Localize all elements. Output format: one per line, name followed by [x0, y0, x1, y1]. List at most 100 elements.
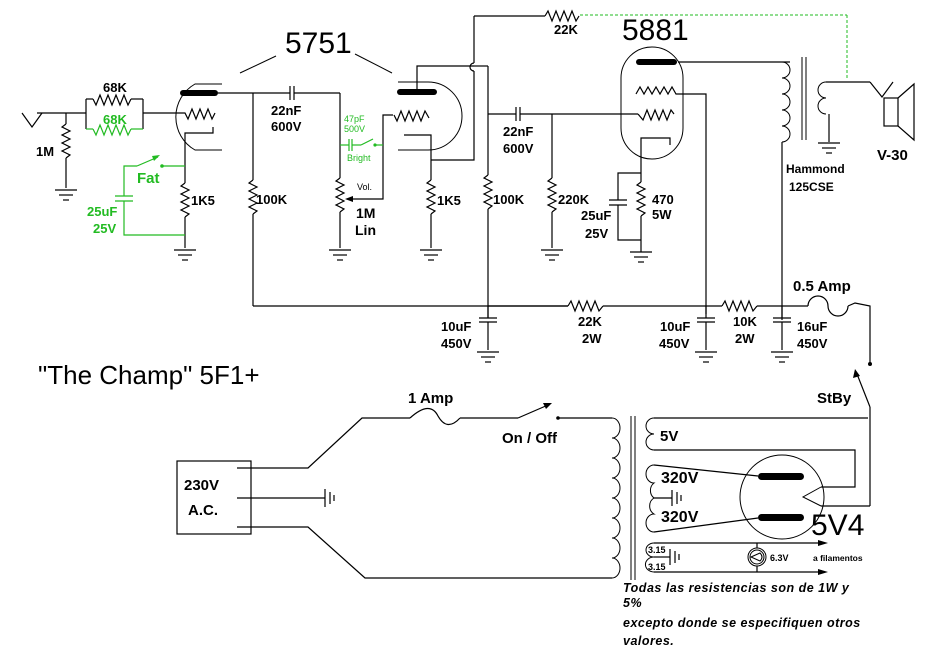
volume-value-label: 1M: [356, 205, 375, 221]
fat-switch[interactable]: [123, 155, 185, 196]
tube-rectifier-label: 5V4: [811, 509, 864, 542]
ground-symbol: [329, 249, 351, 261]
power-grid-resistor-label: 220K: [558, 192, 590, 207]
ground-symbol: [420, 249, 442, 261]
grid-leak-resistor: [55, 113, 77, 201]
note-line-3: excepto donde se especifiquen otros: [623, 616, 861, 630]
grid-stopper-mod-label: 68K: [103, 112, 127, 127]
filter-cap-2-voltage-label: 450V: [659, 336, 690, 351]
filter-cap-2: [695, 306, 717, 363]
volume-pot[interactable]: [329, 93, 393, 261]
power-cathode-cap: [609, 172, 641, 241]
coupling-cap-1-voltage-label: 600V: [271, 119, 302, 134]
bright-cap-voltage-label: 500V: [344, 124, 365, 134]
v1-plate-resistor: [247, 93, 568, 307]
dropper-2-label: 10K: [733, 314, 757, 329]
power-transformer: [611, 416, 868, 580]
ht-rail: [488, 299, 808, 313]
ht-lower-label: 320V: [661, 509, 699, 526]
filter-cap-2-label: 10uF: [660, 319, 690, 334]
filter-cap-3-voltage-label: 450V: [797, 336, 828, 351]
filter-cap-1: [477, 306, 499, 363]
v1-cathode-resistor: [174, 160, 196, 261]
ht-upper-label: 320V: [661, 470, 699, 487]
dropper-1-power-label: 2W: [582, 331, 602, 346]
speaker-label: V-30: [877, 147, 908, 164]
coupling-cap-1: [250, 86, 340, 100]
grid-leak-label: 1M: [36, 144, 54, 159]
power-cathode-resistor: [630, 173, 652, 263]
ground-symbol: [477, 351, 499, 363]
v1-plate-resistor-label: 100K: [256, 192, 288, 207]
tube-v1a: [175, 83, 250, 160]
mains-wiring: [237, 403, 612, 579]
volume-label: Vol.: [357, 182, 372, 192]
dropper-1-label: 22K: [578, 314, 602, 329]
filter-cap-1-label: 10uF: [441, 319, 471, 334]
bright-cap-label: 47pF: [344, 114, 365, 124]
heater-dest-label: a filamentos: [813, 553, 863, 563]
rect-heater-label: 5V: [660, 428, 678, 445]
coupling-cap-2-label: 22nF: [503, 124, 533, 139]
note-line-4: valores.: [623, 634, 674, 648]
fat-cap-label: 25uF: [87, 204, 117, 219]
tube-v1b: [393, 16, 475, 161]
filter-cap-3: [771, 306, 793, 363]
power-cathode-cap-label: 25uF: [581, 208, 611, 223]
tube-5881: [620, 46, 790, 314]
tube-5v4: [739, 454, 870, 540]
input-jack: [21, 112, 86, 129]
power-cathode-resistor-label: 470: [652, 192, 674, 207]
tube-preamp-label: 5751: [285, 27, 352, 60]
feedback-resistor: [474, 9, 848, 80]
ground-symbol: [771, 351, 793, 363]
output-transformer: [781, 57, 870, 320]
speaker-icon: [869, 81, 915, 142]
pilot-lamp-icon: [747, 543, 767, 572]
bright-switch[interactable]: [340, 138, 383, 151]
ht-fuse-label: 0.5 Amp: [793, 278, 851, 295]
ground-symbol: [541, 249, 563, 261]
power-switch-label[interactable]: On / Off: [502, 430, 558, 447]
note-line-1: Todas las resistencias son de 1W y: [623, 581, 850, 595]
fat-switch-label: Fat: [137, 170, 160, 187]
v2-plate-resistor: [474, 65, 494, 318]
grid-stopper-label: 68K: [103, 80, 127, 95]
feedback-resistor-label: 22K: [554, 22, 578, 37]
volume-taper-label: Lin: [355, 222, 376, 238]
ground-symbol: [174, 249, 196, 261]
ground-symbol: [55, 189, 77, 201]
note-line-2: 5%: [623, 596, 642, 610]
v1-cathode-resistor-label: 1K5: [191, 193, 215, 208]
coupling-cap-2-voltage-label: 600V: [503, 141, 534, 156]
power-cathode-resistor-power-label: 5W: [652, 207, 672, 222]
mains-voltage-label: 230V: [184, 477, 219, 494]
v2-cathode-resistor-label: 1K5: [437, 193, 461, 208]
bright-label: Bright: [347, 153, 371, 163]
transformer-model-label: 125CSE: [789, 180, 834, 194]
heater-lower-label: 3.15: [648, 562, 666, 572]
filter-cap-1-voltage-label: 450V: [441, 336, 472, 351]
mains-type-label: A.C.: [188, 502, 218, 519]
grid-stopper-resistor: [85, 93, 175, 129]
transformer-brand-label: Hammond: [786, 162, 845, 176]
dropper-2-power-label: 2W: [735, 331, 755, 346]
v2-cathode-resistor: [420, 160, 442, 261]
standby-label: StBy: [817, 390, 852, 407]
pilot-lamp-label: 6.3V: [770, 553, 789, 563]
mains-fuse-label: 1 Amp: [408, 390, 453, 407]
v2-plate-resistor-label: 100K: [493, 192, 525, 207]
power-grid-resistor: [541, 114, 563, 261]
fat-cap: [115, 195, 185, 236]
ht-fuse: [807, 295, 872, 366]
ground-symbol: [818, 142, 840, 154]
ground-symbol: [695, 351, 717, 363]
coupling-cap-1-label: 22nF: [271, 103, 301, 118]
grid-stopper-mod-resistor: [86, 123, 143, 137]
coupling-cap-2: [488, 107, 638, 121]
filter-cap-3-label: 16uF: [797, 319, 827, 334]
standby-switch[interactable]: [853, 369, 871, 506]
fat-cap-voltage-label: 25V: [93, 221, 116, 236]
heater-upper-label: 3.15: [648, 545, 666, 555]
